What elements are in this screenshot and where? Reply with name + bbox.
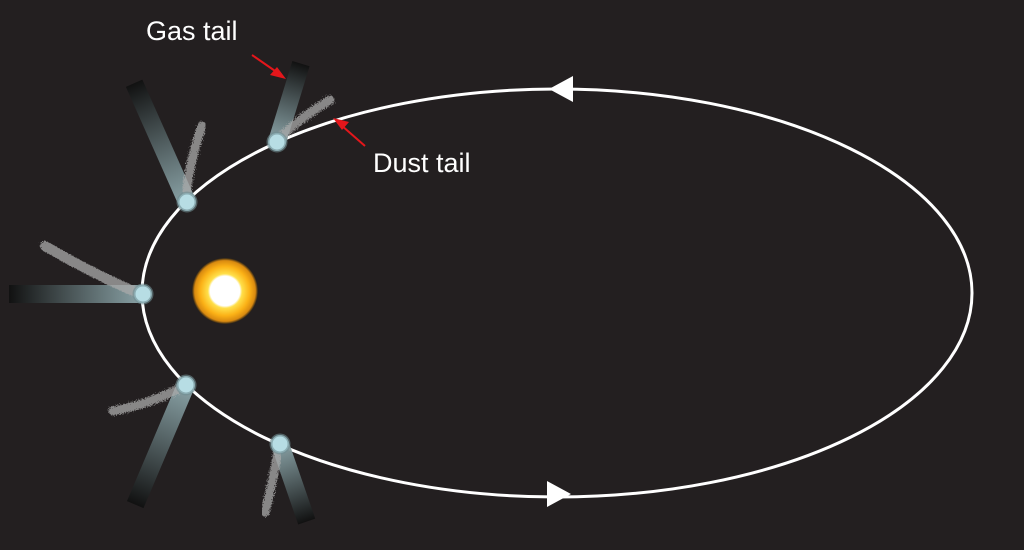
gas-tail-pointer-arrow-icon (251, 54, 286, 79)
comet-2 (125, 79, 196, 206)
comet-nucleus-2 (176, 191, 198, 213)
gas-tail (271, 441, 316, 525)
dust-tail-4 (108, 383, 185, 416)
gas-tail-label: Gas tail (146, 16, 238, 46)
comet-4 (126, 381, 195, 509)
dust-tail-2 (181, 121, 207, 200)
comet-5 (271, 441, 316, 525)
gas-tail (126, 381, 195, 509)
comet-nucleus-1 (266, 131, 288, 153)
gas-tail (268, 60, 310, 145)
dust-tail-5 (260, 447, 283, 517)
dust-tail-1 (277, 95, 335, 141)
orbit-path (140, 87, 974, 499)
direction-arrow-bottom-icon (547, 481, 571, 507)
sun (192, 258, 258, 324)
dust-tail-pointer-arrow-icon (333, 118, 366, 147)
comet-nucleus-3 (132, 283, 154, 305)
comet-3 (9, 285, 143, 303)
dust-tail-3 (40, 241, 141, 297)
comet-nucleus-4 (175, 374, 197, 396)
dust-tail-label: Dust tail (373, 148, 471, 178)
gas-tail (125, 79, 196, 206)
direction-arrow-top-icon (549, 76, 573, 102)
comet-nucleus-5 (269, 433, 291, 455)
comet-1 (268, 60, 310, 145)
gas-tail (9, 285, 143, 303)
